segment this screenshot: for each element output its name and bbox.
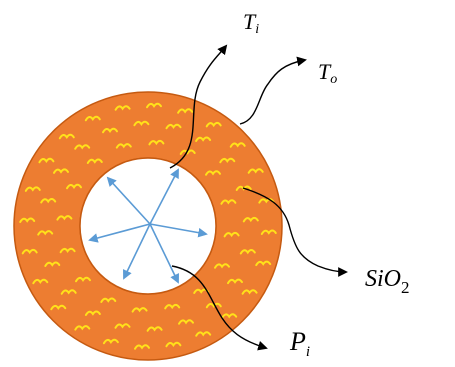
- texture-mark: [239, 249, 256, 255]
- texture-mark: [102, 127, 118, 134]
- texture-mark: [59, 247, 76, 254]
- texture-mark: [195, 136, 212, 142]
- texture-mark: [146, 102, 162, 109]
- sio2-label: SiO2: [365, 266, 410, 297]
- pressure-arrow: [88, 223, 151, 243]
- texture-mark: [177, 108, 194, 114]
- texture-mark: [227, 278, 243, 285]
- texture-mark: [114, 105, 131, 111]
- texture-mark: [219, 157, 236, 164]
- pressure-arrow: [149, 223, 208, 238]
- texture-mark: [241, 289, 258, 295]
- ti-leader-line: [169, 44, 228, 169]
- texture-mark: [220, 199, 237, 205]
- texture-mark: [205, 121, 222, 128]
- texture-mark: [40, 198, 57, 204]
- texture-mark: [114, 323, 131, 329]
- texture-mark: [229, 142, 246, 148]
- texture-mark: [19, 217, 36, 223]
- texture-mark: [178, 319, 194, 325]
- texture-mark: [179, 149, 196, 155]
- texture-mark: [258, 198, 275, 204]
- texture-mark: [131, 307, 148, 313]
- texture-mark: [148, 139, 165, 146]
- texture-mark: [60, 289, 77, 295]
- texture-mark: [242, 216, 259, 223]
- pressure-arrow: [149, 223, 179, 284]
- texture-mark: [195, 331, 212, 337]
- texture-mark: [165, 123, 182, 130]
- texture-mark: [247, 168, 264, 174]
- pi-label: Pi: [289, 327, 310, 360]
- texture-mark: [86, 158, 103, 164]
- texture-mark: [74, 144, 91, 150]
- texture-mark: [255, 260, 272, 267]
- pressure-arrow: [123, 223, 151, 280]
- texture-mark: [164, 303, 181, 310]
- texture-mark: [38, 157, 55, 164]
- texture-mark: [84, 115, 101, 122]
- texture-mark: [58, 133, 75, 140]
- texture-mark: [235, 185, 252, 191]
- texture-mark: [165, 341, 182, 348]
- ti-label: Ti: [243, 9, 259, 37]
- texture-mark: [205, 302, 222, 309]
- inner-bore: [79, 157, 217, 295]
- sio2-leader-line: [242, 187, 348, 277]
- texture-mark: [102, 338, 119, 345]
- texture-mark: [223, 231, 240, 238]
- texture-mark: [100, 297, 117, 303]
- texture-mark: [134, 344, 150, 350]
- texture-mark: [260, 229, 277, 235]
- texture-mark: [21, 248, 38, 255]
- texture-mark: [84, 310, 101, 316]
- texture-mark: [74, 325, 91, 331]
- texture-mark: [205, 170, 221, 176]
- texture-mark: [214, 263, 230, 269]
- pressure-arrow: [106, 176, 151, 225]
- texture-mark: [75, 276, 91, 283]
- pressure-arrows: [88, 168, 208, 284]
- pressure-arrow: [149, 168, 179, 225]
- ring-texture: [19, 102, 277, 350]
- texture-mark: [56, 215, 73, 221]
- texture-mark: [115, 143, 132, 149]
- texture-mark: [32, 278, 49, 285]
- texture-mark: [66, 183, 82, 190]
- texture-mark: [24, 186, 41, 192]
- texture-mark: [146, 326, 163, 332]
- texture-mark: [37, 230, 54, 236]
- texture-mark: [53, 168, 69, 174]
- to-leader-line: [239, 56, 307, 125]
- to-label: To: [318, 59, 337, 87]
- pi-leader-line: [171, 265, 268, 351]
- texture-mark: [133, 120, 150, 127]
- texture-mark: [44, 261, 61, 267]
- texture-mark: [50, 304, 67, 311]
- texture-mark: [221, 313, 238, 319]
